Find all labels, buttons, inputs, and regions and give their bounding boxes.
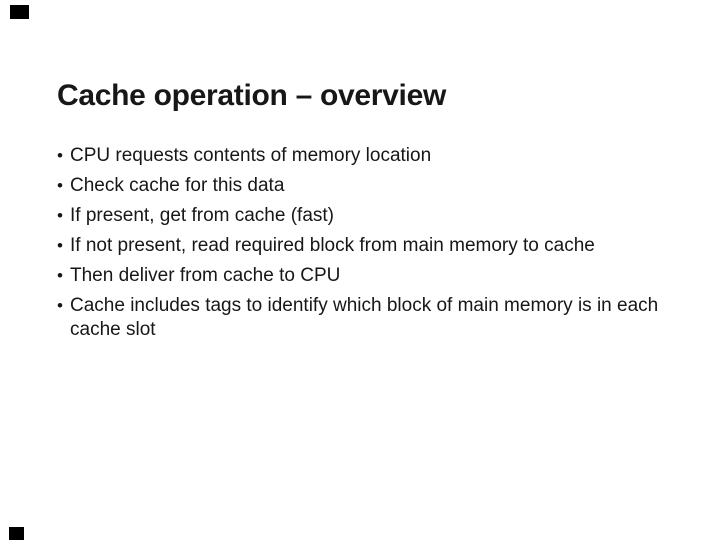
- bullet-icon: •: [57, 236, 63, 255]
- bullet-item: • If present, get from cache (fast): [57, 204, 671, 228]
- bullet-icon: •: [57, 176, 63, 195]
- corner-mark-top-left: [10, 5, 29, 19]
- corner-mark-bottom-left: [9, 527, 24, 540]
- bullet-text: If not present, read required block from…: [70, 235, 595, 256]
- bullet-text: Cache includes tags to identify which bl…: [70, 295, 659, 340]
- bullet-text: If present, get from cache (fast): [70, 205, 334, 226]
- bullet-icon: •: [57, 206, 63, 225]
- bullet-list: • CPU requests contents of memory locati…: [57, 144, 671, 348]
- bullet-item: • Cache includes tags to identify which …: [57, 294, 671, 342]
- bullet-item: • Check cache for this data: [57, 174, 671, 198]
- bullet-text: Check cache for this data: [70, 175, 285, 196]
- bullet-icon: •: [57, 296, 63, 315]
- bullet-icon: •: [57, 266, 63, 285]
- bullet-text: CPU requests contents of memory location: [70, 145, 432, 166]
- slide-title: Cache operation – overview: [57, 79, 447, 113]
- bullet-icon: •: [57, 146, 63, 165]
- bullet-item: • If not present, read required block fr…: [57, 234, 671, 258]
- bullet-item: • Then deliver from cache to CPU: [57, 264, 671, 288]
- bullet-text: Then deliver from cache to CPU: [70, 265, 341, 286]
- bullet-item: • CPU requests contents of memory locati…: [57, 144, 671, 168]
